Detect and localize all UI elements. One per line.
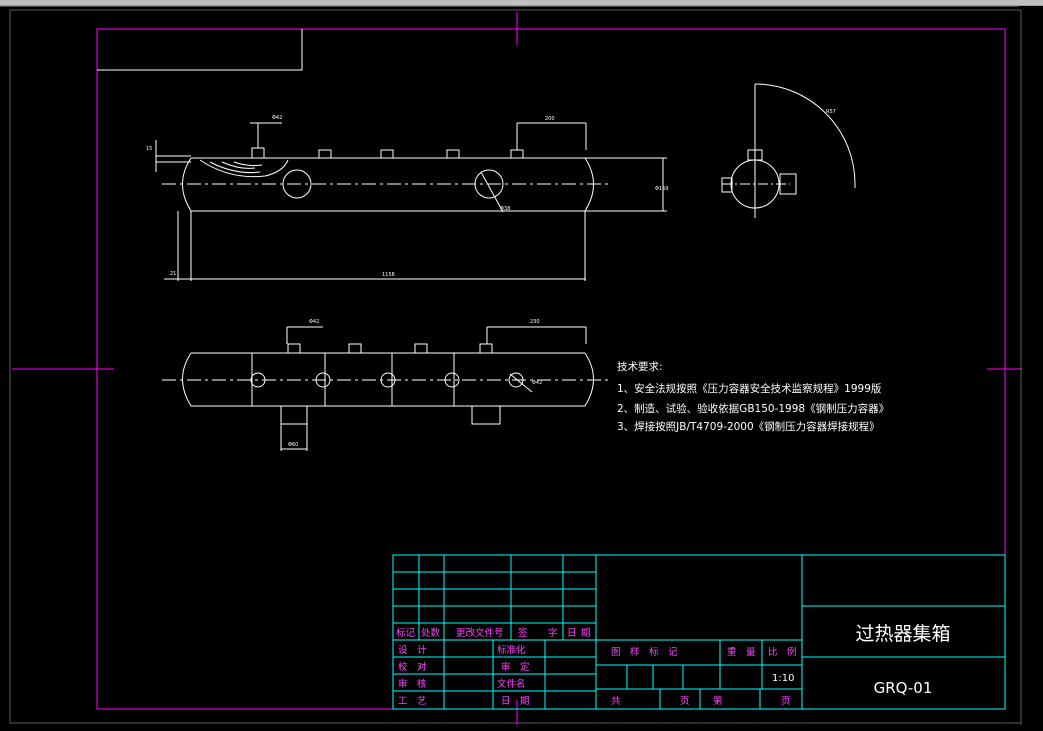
row-approve: 审 定 (501, 661, 530, 673)
app-toolbar-strip (0, 0, 1043, 6)
front-length-label: 1158 (382, 272, 395, 278)
footer-pages: 页 (680, 696, 690, 707)
top-hole-label: Φ42 (532, 380, 542, 386)
tech-notes: 技术要求: 1、安全法规按照《压力容器安全技术监察规程》1999版 2、制造、试… (617, 360, 889, 433)
side-view (721, 83, 856, 218)
front-pipe-dia-label: Φ42 (272, 115, 282, 121)
bottom-pipe-dia-label: Φ60 (288, 442, 298, 448)
top-view (162, 326, 612, 451)
row-process: 工 艺 (398, 696, 427, 707)
row-filename: 文件名 (497, 678, 526, 690)
row-check: 校 对 (398, 661, 427, 673)
footer-no: 第 (713, 695, 723, 707)
row-date: 日 期 (501, 696, 530, 707)
top-spacing-label: 230 (530, 319, 540, 325)
front-offset-label: 21 (170, 271, 176, 277)
code-box (97, 29, 303, 71)
rev-col-day: 日 (567, 628, 577, 639)
row-review: 审 核 (398, 678, 427, 690)
front-spacing-label: 200 (545, 116, 555, 122)
rev-col-sign: 签 (518, 627, 528, 639)
drawing-code: GRQ-01 (874, 679, 933, 697)
front-flange-label: 15 (146, 146, 152, 152)
footer-page: 页 (781, 696, 791, 707)
rev-col-char: 字 (548, 627, 558, 639)
rev-col-count: 处数 (421, 627, 441, 639)
title-block (392, 554, 1006, 710)
front-dia-label: Φ159 (655, 186, 668, 192)
attr-drawing-mark: 图 样 标 记 (611, 646, 678, 658)
rev-col-date: 期 (581, 628, 591, 639)
side-radius-label: R57 (826, 109, 836, 115)
attr-scale: 比 例 (768, 646, 797, 658)
notes-heading: 技术要求: (617, 360, 663, 373)
notes-item-3: 3、焊接按照JB/T4709-2000《钢制压力容器焊接规程》 (617, 420, 880, 433)
row-standard: 标准化 (497, 644, 526, 656)
drawing-title: 过热器集箱 (855, 623, 950, 645)
drawing-border (12, 12, 1022, 725)
scale-value: 1:10 (772, 673, 794, 684)
rev-col-mark: 标记 (396, 627, 416, 639)
attr-weight: 重 量 (727, 646, 756, 658)
notes-item-2: 2、制造、试验、验收依据GB150-1998《钢制压力容器》 (617, 402, 889, 415)
notes-item-1: 1、安全法规按照《压力容器安全技术监察规程》1999版 (617, 382, 882, 395)
rev-col-doc: 更改文件号 (456, 627, 504, 639)
front-view (155, 122, 667, 281)
right-scroll-area (1019, 6, 1043, 731)
top-pipe-dia-label: Φ42 (309, 319, 319, 325)
footer-total: 共 (611, 696, 621, 707)
front-hole-label: Φ38 (500, 206, 510, 212)
row-design: 设 计 (398, 644, 427, 656)
